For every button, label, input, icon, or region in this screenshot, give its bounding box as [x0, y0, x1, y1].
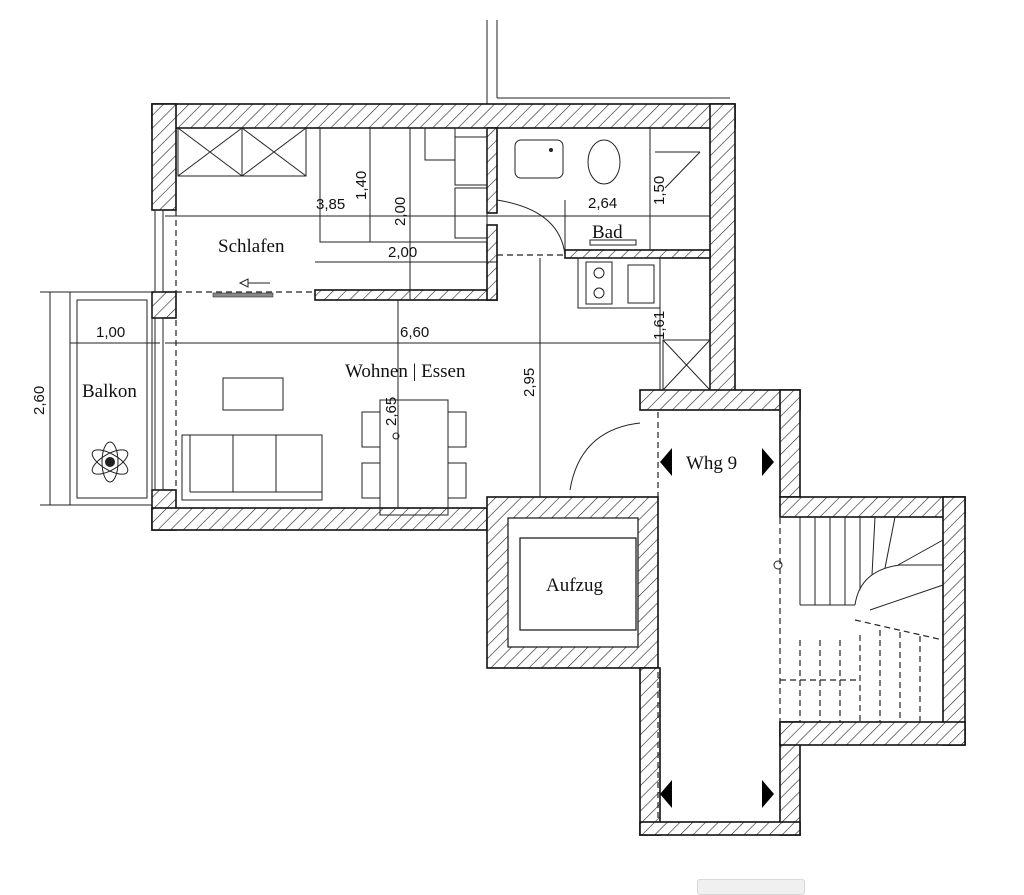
dim-bad-width: 2,64: [588, 195, 617, 212]
walls: [151, 103, 966, 836]
doors: [176, 199, 641, 497]
dim-balkon-length: 2,60: [31, 386, 48, 415]
dim-wohnen-depth: 2,95: [521, 368, 538, 397]
dim-bed-length: 2,00: [392, 197, 409, 226]
dimension-lines: [40, 215, 710, 508]
furniture: [69, 127, 774, 808]
table-marker: [392, 432, 400, 440]
room-label-wohnen: Wohnen | Essen: [345, 361, 466, 382]
dim-bed-width: 1,40: [353, 171, 370, 200]
room-label-bad: Bad: [592, 222, 623, 243]
room-label-whg: Whg 9: [686, 453, 737, 474]
room-label-balkon: Balkon: [82, 381, 137, 402]
dim-balkon-width: 1,00: [96, 324, 125, 341]
room-label-aufzug: Aufzug: [546, 575, 603, 596]
neighbour-outline: [486, 20, 730, 104]
windows: [154, 209, 177, 508]
plant-icon: [91, 441, 129, 483]
dim-schlafen-width: 3,85: [316, 196, 345, 213]
staircase: [773, 516, 944, 722]
dim-kitchen-depth: 1,61: [651, 311, 668, 340]
room-label-schlafen: Schlafen: [218, 236, 285, 257]
dim-table-depth: 2,65: [383, 397, 400, 426]
dim-wohnen-width: 6,60: [400, 324, 429, 341]
image-button[interactable]: [697, 879, 805, 895]
dim-bad-depth: 1,50: [651, 176, 668, 205]
dim-bed-depth: 2,00: [388, 244, 417, 261]
hall-outline: [657, 409, 781, 823]
